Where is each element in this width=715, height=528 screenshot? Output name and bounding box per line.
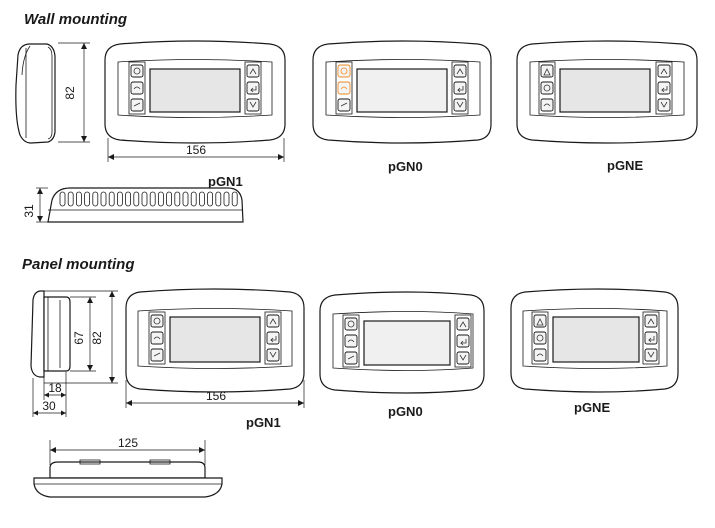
- wall-width-value: 156: [186, 143, 206, 157]
- panel-pgne-front: [510, 288, 679, 393]
- alarm-icon: [153, 317, 161, 325]
- wall-depth-value: 31: [22, 204, 36, 218]
- panel-pgne-label: pGNE: [574, 400, 610, 415]
- up-arrow-icon: [459, 321, 467, 328]
- alarm-icon: [543, 68, 551, 76]
- panel-cutout-dimension: 125: [49, 436, 206, 465]
- prg-icon: [153, 336, 161, 340]
- vent-slot: [157, 191, 164, 207]
- wall-pgne-front: [516, 40, 698, 144]
- wall-pgn0-label: pGN0: [388, 159, 423, 174]
- wall-pgn1-front: [104, 40, 286, 144]
- wall-side-profile: [15, 43, 56, 144]
- prg-icon: [543, 84, 551, 92]
- wall-depth-dimension: 31: [22, 187, 48, 223]
- wall-pgne-label: pGNE: [607, 158, 643, 173]
- vent-slot: [133, 191, 140, 207]
- panel-inner-height-value: 67: [72, 331, 86, 345]
- up-arrow-icon: [249, 68, 257, 75]
- vent-slot: [100, 191, 107, 207]
- panel-top-view: [33, 459, 223, 498]
- esc-icon: [153, 352, 161, 357]
- enter-icon: [457, 86, 464, 93]
- panel-side-profile: [30, 290, 71, 378]
- panel-depth-inner-value: 18: [48, 381, 62, 395]
- wall-width-dimension: 156: [107, 138, 285, 162]
- down-arrow-icon: [269, 351, 277, 358]
- wall-height-dimension: 82: [58, 42, 90, 143]
- panel-height-value: 82: [90, 331, 104, 345]
- panel-depth-total-value: 30: [42, 399, 56, 413]
- vent-slot: [215, 191, 222, 207]
- alarm-icon: [347, 320, 355, 328]
- up-arrow-icon: [660, 68, 668, 75]
- alarm-icon: [536, 318, 544, 326]
- vent-slot: [198, 191, 205, 207]
- enter-icon: [460, 339, 467, 346]
- panel-depth-dimensions: 18 30: [32, 372, 67, 417]
- alarm-icon: [340, 67, 348, 75]
- panel-mounting-title: Panel mounting: [22, 256, 135, 273]
- panel-width-dimension: 156: [125, 380, 305, 408]
- up-arrow-icon: [456, 68, 464, 75]
- vent-slot: [84, 191, 90, 207]
- down-arrow-icon: [660, 101, 668, 108]
- prg-icon: [133, 86, 141, 90]
- wall-pgn1-label: pGN1: [208, 174, 243, 189]
- down-arrow-icon: [459, 354, 467, 361]
- esc-icon: [340, 102, 348, 107]
- panel-pgn0-front: [319, 291, 485, 394]
- enter-icon: [648, 336, 655, 343]
- vent-slot: [67, 191, 74, 207]
- down-arrow-icon: [647, 351, 655, 358]
- prg-icon: [347, 339, 355, 343]
- esc-icon: [543, 103, 551, 107]
- prg-icon: [340, 86, 348, 90]
- vent-slot: [108, 191, 115, 207]
- panel-pgn1-label: pGN1: [246, 415, 281, 430]
- panel-pgn1-front: [125, 288, 305, 393]
- enter-icon: [661, 86, 668, 93]
- vent-slot: [231, 191, 238, 207]
- vent-slot: [125, 191, 131, 207]
- vent-slot: [223, 191, 230, 207]
- vent-slot: [166, 191, 173, 207]
- vent-slot: [76, 191, 82, 207]
- vent-slot: [59, 191, 66, 207]
- wall-height-value: 82: [63, 86, 77, 100]
- enter-icon: [270, 336, 277, 343]
- vent-slot: [117, 191, 123, 207]
- vent-slot: [207, 191, 214, 207]
- vent-slot: [141, 191, 148, 207]
- panel-height-dimensions: 67 82: [44, 290, 118, 384]
- vent-slot: [182, 191, 189, 207]
- esc-icon: [536, 353, 544, 357]
- panel-pgn0-label: pGN0: [388, 404, 423, 419]
- vent-slot: [92, 191, 99, 207]
- enter-icon: [250, 86, 257, 93]
- vent-slot: [149, 191, 156, 207]
- vent-slot: [190, 191, 197, 207]
- down-arrow-icon: [456, 101, 464, 108]
- panel-width-value: 156: [206, 389, 226, 403]
- wall-top-view: [47, 187, 244, 223]
- up-arrow-icon: [269, 318, 277, 325]
- up-arrow-icon: [647, 318, 655, 325]
- esc-icon: [347, 355, 355, 360]
- wall-pgn0-front: [312, 40, 492, 144]
- down-arrow-icon: [249, 101, 257, 108]
- esc-icon: [133, 102, 141, 107]
- wall-mounting-title: Wall mounting: [24, 11, 127, 28]
- prg-icon: [536, 334, 544, 342]
- panel-cutout-width-value: 125: [118, 436, 138, 450]
- vent-slot: [174, 191, 181, 207]
- alarm-icon: [133, 67, 141, 75]
